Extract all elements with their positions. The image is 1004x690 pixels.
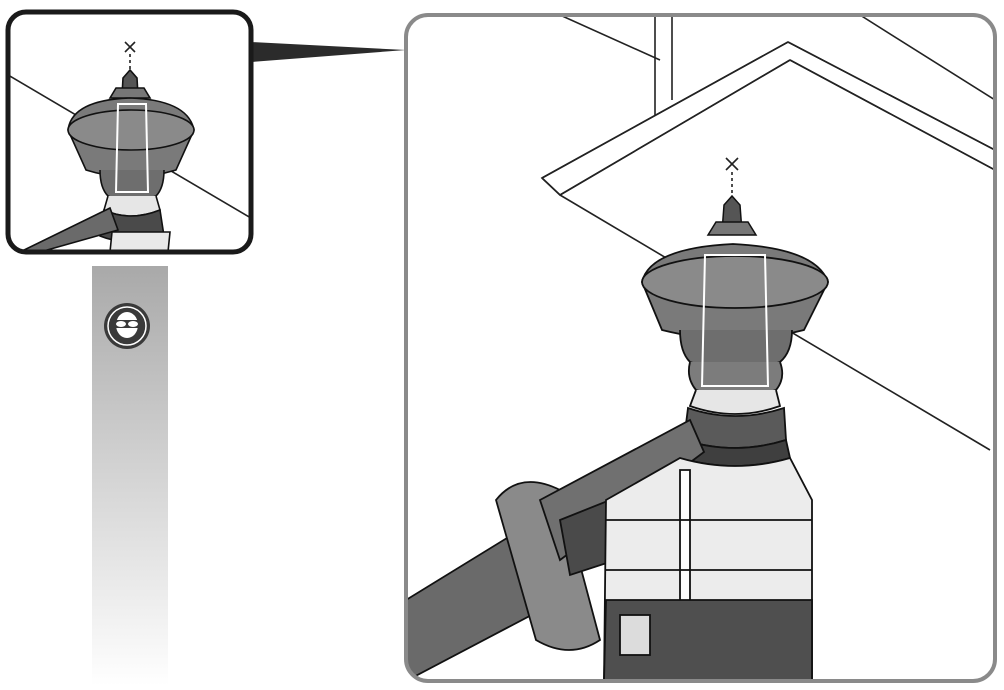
drill-bit [706, 194, 758, 236]
inset-panel [5, 9, 254, 255]
inset-scene [8, 41, 251, 252]
callout-pointer [251, 42, 406, 62]
drill-body [603, 456, 813, 681]
dust-collection-cup [641, 243, 829, 415]
safety-goggles-icon [104, 303, 150, 349]
drill-collar [678, 406, 792, 467]
target-mark-icon [725, 157, 739, 200]
main-panel [404, 13, 997, 683]
main-scene [406, 15, 995, 681]
